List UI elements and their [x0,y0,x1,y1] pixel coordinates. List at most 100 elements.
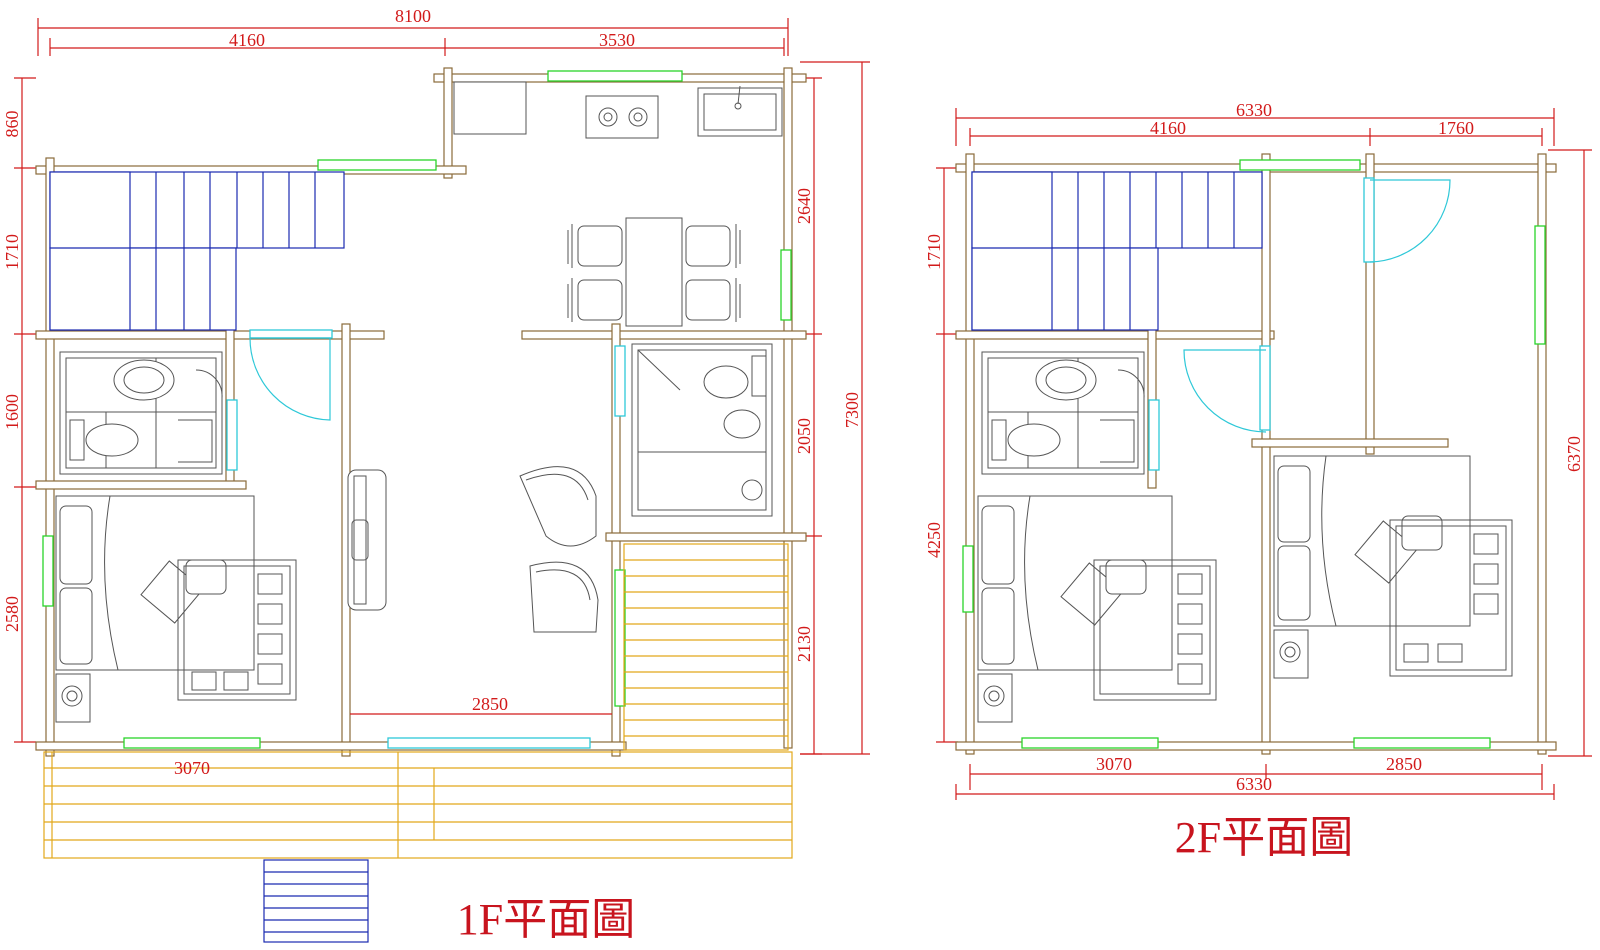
floor1-windows [42,70,792,749]
dim-2f-2850: 2850 [1386,754,1422,774]
sofa [347,469,387,611]
dim-1f-1710: 1710 [2,234,22,270]
window-2f-bottom-right [1353,737,1491,749]
window-1f-living-bottom [387,737,591,749]
dining-table [625,217,683,327]
dim-1f-2640: 2640 [794,188,814,224]
floor2-windows [962,159,1546,749]
dim-2f-total-depth: 6370 [1564,436,1584,472]
door-swing-1f-bedroom [249,337,331,421]
window-2f-bottom-left [1021,737,1159,749]
floor2-bedroom-left [977,495,1217,723]
floor1-right-dimensions: 2640 2050 2130 7300 [794,61,870,755]
pillow [59,587,93,665]
dim-1f-right-width: 3530 [599,30,635,50]
door-swing-2f-middle [1183,349,1267,433]
door-frame-2f-mid [1259,345,1271,431]
dim-1f-3070: 3070 [174,758,210,778]
floor1-deck-front [43,751,793,859]
rug-2f-right [1389,519,1513,677]
window-1f-bath-door [226,399,238,471]
floor1-bathroom-left [59,351,223,475]
dim-1f-860: 860 [2,111,22,138]
rug-2f-left [1093,559,1217,701]
toilet-tank [69,419,85,461]
dining-chair [567,224,623,268]
kitchen-sink [697,87,783,137]
dining-chair [685,278,741,322]
dim-2f-1710: 1710 [924,234,944,270]
window-2f-left [962,545,974,613]
floor2-doors [1183,179,1451,433]
dining-chair [685,224,741,268]
nightstand [55,673,91,723]
window-1f-deck-door [614,569,626,707]
dim-1f-total-width: 8100 [395,6,431,26]
toilet [85,423,139,457]
floor1-plan: 8100 4160 3530 860 1710 1600 2580 [2,6,870,944]
floor2-bathroom [981,351,1145,475]
dim-1f-2850: 2850 [472,694,508,714]
dim-1f-left-width: 4160 [229,30,265,50]
window-1f-bedroom-bottom [123,737,261,749]
dim-2f-total-width: 6330 [1236,100,1272,120]
floor1-bedroom [55,495,297,723]
pillow [59,505,93,585]
floor1-bathroom-right [631,343,773,517]
dim-2f-3070: 3070 [1096,754,1132,774]
armchair [529,561,599,633]
door-swing-2f-upper [1369,179,1451,263]
floor1-stairs [49,171,345,331]
door-frame-2f-right [1363,177,1375,263]
rug [177,559,297,701]
nightstand-2f-right [1273,629,1309,679]
floor2-bottom-dimensions: 3070 2850 6330 [955,754,1555,800]
rug-pattern [191,573,283,691]
floor2-top-dimensions: 6330 4160 1760 [955,100,1555,146]
window-1f-bedroom-left [42,535,54,607]
floor2-left-dimensions: 1710 4250 [924,167,958,743]
floor1-left-dimensions: 860 1710 1600 2580 [2,77,36,743]
floor1-inner-dimension: 2850 [350,694,612,715]
dim-1f-2050: 2050 [794,418,814,454]
washbasin [113,359,175,401]
stove [585,95,659,139]
toilet-2f [1007,423,1061,457]
floor1-kitchen [453,81,783,139]
window-2f-top [1239,159,1361,171]
toilet-right [703,365,749,399]
window-2f-right [1534,225,1546,345]
window-1f-kitchen [547,70,683,82]
floor1-doors [249,337,331,421]
dim-1f-1600: 1600 [2,394,22,430]
floor2-title: 2F平面圖 [1175,813,1353,862]
window-1f-right [780,249,792,321]
door-frame-2f-bath [1148,399,1160,471]
fridge [453,81,527,135]
stair-treads-1f [155,172,316,330]
armchair [519,466,597,547]
floor2-plan: 6330 4160 1760 1710 4250 6370 [924,100,1592,862]
floor1-front-steps [263,859,369,943]
washbasin-right [723,409,761,439]
floor1-top-dimensions: 8100 4160 3530 [37,6,789,56]
nightstand-2f-left [977,673,1013,723]
dim-2f-total-bottom: 6330 [1236,774,1272,794]
dim-2f-right-width: 1760 [1438,118,1474,138]
dining-chair [567,278,623,322]
window-1f-stair [317,159,437,171]
dim-1f-total-depth: 7300 [842,392,862,428]
floor1-dining [567,217,741,327]
floor1-title: 1F平面圖 [457,895,635,944]
floor1-deck-right [623,543,789,751]
dim-2f-left-width: 4160 [1150,118,1186,138]
door-frame-1f [249,329,333,339]
floor1-living [347,466,599,633]
dim-1f-2580: 2580 [2,596,22,632]
floor2-right-dimensions: 6370 [1548,149,1592,757]
dim-2f-4250: 4250 [924,522,944,558]
window-1f-right-bath-door [614,345,626,417]
floor2-bedroom-right [1273,455,1513,679]
floor2-stairs [971,171,1263,331]
